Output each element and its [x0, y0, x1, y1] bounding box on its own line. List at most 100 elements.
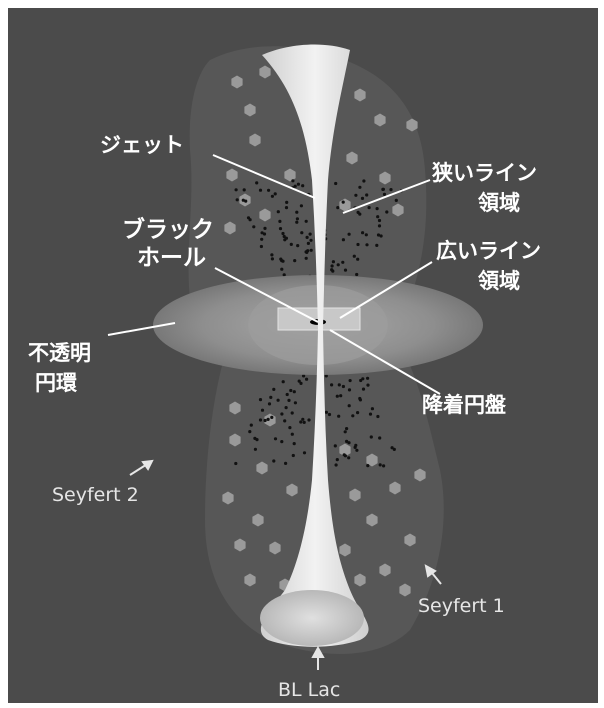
dot-cloud [355, 449, 358, 452]
dot-cloud [358, 186, 361, 189]
dot-cloud [285, 206, 288, 209]
dot-cloud [359, 379, 362, 382]
dot-cloud [362, 179, 365, 182]
dot-cloud [294, 401, 297, 404]
dot-cloud [383, 193, 386, 196]
dot-cloud [342, 238, 345, 241]
dot-cloud [378, 224, 381, 227]
dot-cloud [293, 390, 296, 393]
dot-cloud [274, 437, 277, 440]
dot-cloud [283, 419, 286, 422]
dot-cloud [290, 243, 293, 246]
dot-cloud [269, 396, 272, 399]
dot-cloud [299, 420, 302, 423]
dot-cloud [336, 458, 339, 461]
dot-cloud [309, 239, 312, 242]
dot-cloud [285, 406, 288, 409]
dot-cloud [366, 377, 369, 380]
dot-cloud [349, 379, 352, 382]
dot-cloud [365, 233, 368, 236]
dot-cloud [261, 409, 264, 412]
jet-bottom-lobe [260, 590, 364, 646]
dot-cloud [280, 268, 283, 271]
label-bllac: BL Lac [278, 679, 340, 701]
label-black-hole-2: ホール [137, 245, 206, 271]
dot-cloud [263, 227, 266, 230]
dot-cloud [279, 227, 282, 230]
dot-cloud [348, 388, 351, 391]
dot-cloud [281, 260, 284, 263]
dot-cloud [297, 183, 300, 186]
dot-cloud [272, 459, 275, 462]
dot-cloud [272, 388, 275, 391]
dot-cloud [260, 245, 263, 248]
dot-cloud [371, 407, 374, 410]
dot-cloud [382, 188, 385, 191]
dot-cloud [291, 179, 294, 182]
dot-cloud [260, 238, 263, 241]
label-seyfert1: Seyfert 1 [418, 595, 505, 617]
dot-cloud [250, 424, 253, 427]
dot-cloud [376, 415, 379, 418]
dot-cloud [255, 181, 258, 184]
dot-cloud [389, 188, 392, 191]
dot-cloud [259, 418, 262, 421]
dot-cloud [362, 388, 365, 391]
dot-cloud [328, 413, 331, 416]
dot-cloud [254, 448, 257, 451]
dot-cloud [382, 464, 385, 467]
dot-cloud [301, 418, 304, 421]
dot-cloud [370, 435, 373, 438]
dot-cloud [293, 442, 296, 445]
dot-cloud [353, 255, 356, 258]
dot-cloud [369, 413, 372, 416]
dot-cloud [365, 243, 368, 246]
dot-cloud [270, 416, 273, 419]
label-broad-line-2: 領域 [478, 269, 520, 293]
dot-cloud [280, 440, 283, 443]
dot-cloud [361, 197, 364, 200]
dot-cloud [271, 257, 274, 260]
dot-cloud [236, 198, 239, 201]
dot-cloud [242, 199, 245, 202]
dot-cloud [306, 236, 309, 239]
label-jet: ジェット [100, 133, 184, 157]
dot-cloud [345, 427, 348, 430]
dot-cloud [267, 189, 270, 192]
dot-cloud [395, 199, 398, 202]
dot-cloud [356, 411, 359, 414]
dot-cloud [343, 453, 346, 456]
dot-cloud [354, 194, 357, 197]
dot-cloud [285, 237, 288, 240]
dot-cloud [354, 444, 357, 447]
dot-cloud [300, 204, 303, 207]
dot-cloud [375, 244, 378, 247]
dot-cloud [345, 440, 348, 443]
dot-cloud [243, 188, 246, 191]
dot-cloud [359, 398, 362, 401]
dot-cloud [309, 233, 312, 236]
dot-cloud [336, 395, 339, 398]
dot-cloud [284, 462, 287, 465]
dot-cloud [376, 207, 379, 210]
dot-cloud [356, 258, 359, 261]
label-accretion-disk: 降着円盤 [422, 393, 507, 417]
dot-cloud [357, 211, 360, 214]
dot-cloud [277, 210, 280, 213]
dot-cloud [292, 454, 295, 457]
dot-cloud [286, 393, 289, 396]
dot-cloud [301, 184, 304, 187]
dot-cloud [339, 394, 342, 397]
dot-cloud [296, 217, 299, 220]
dot-cloud [342, 201, 345, 204]
dot-cloud [337, 415, 340, 418]
dot-cloud [347, 456, 350, 459]
dot-cloud [376, 215, 379, 218]
dot-cloud [267, 418, 270, 421]
label-narrow-line-2: 領域 [478, 191, 520, 215]
dot-cloud [252, 225, 255, 228]
dot-cloud [295, 211, 298, 214]
dot-cloud [365, 193, 368, 196]
label-black-hole-1: ブラック [122, 216, 214, 243]
